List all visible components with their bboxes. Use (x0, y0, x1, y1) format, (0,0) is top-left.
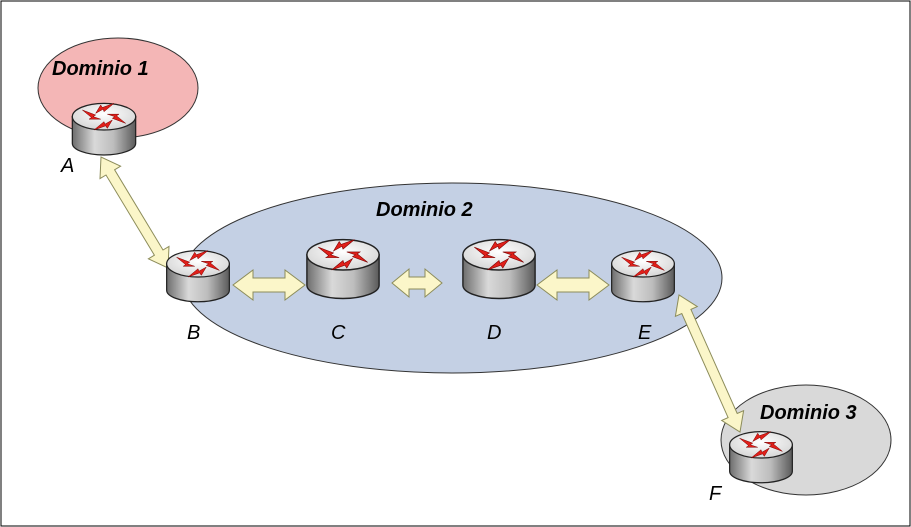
link-c-d (391, 267, 443, 299)
links (99, 156, 745, 433)
router-f-icon[interactable] (729, 430, 793, 484)
router-b-icon[interactable] (166, 249, 230, 303)
domain3-label: Dominio 3 (760, 402, 857, 424)
router-e-icon[interactable] (611, 249, 675, 303)
router-b-label: B (187, 322, 200, 344)
router-f-label: F (709, 483, 723, 505)
domain2-label: Dominio 2 (376, 199, 473, 221)
domain1-label: Dominio 1 (52, 58, 149, 80)
router-d-icon[interactable] (462, 238, 536, 300)
link-e-f (674, 294, 745, 433)
router-c-label: C (331, 322, 346, 344)
router-c-icon[interactable] (306, 238, 380, 300)
router-a-icon[interactable] (71, 102, 137, 156)
link-d-e (536, 269, 610, 301)
router-d-label: D (487, 322, 501, 344)
router-e-label: E (638, 322, 652, 344)
link-b-c (232, 269, 306, 301)
router-a-label: A (60, 155, 74, 177)
